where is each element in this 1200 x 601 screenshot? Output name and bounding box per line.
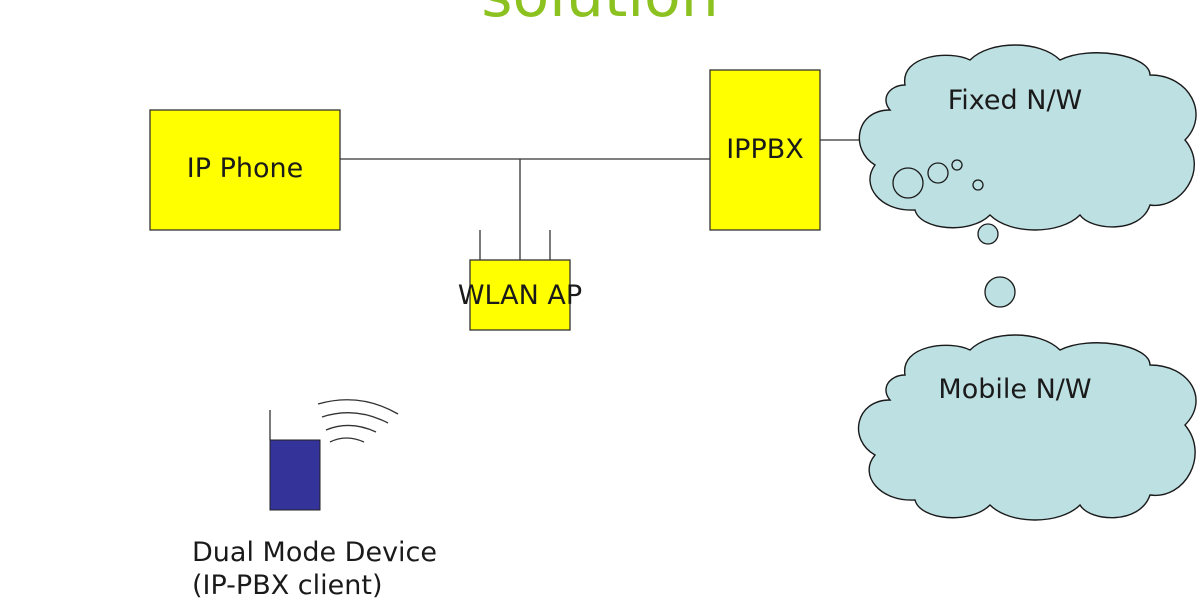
- connector-bubble-small: [977, 223, 999, 245]
- fixed-network-label: Fixed N/W: [947, 85, 1083, 116]
- mobile-network-label: Mobile N/W: [938, 374, 1092, 405]
- wireless-signal-icon: [317, 399, 399, 443]
- connector-bubble-large: [984, 276, 1016, 308]
- dual-mode-device-icon: [269, 410, 321, 511]
- device-label-line2: (IP-PBX client): [192, 570, 383, 601]
- ippbx-label: IPPBX: [726, 134, 804, 165]
- device-label-line1: Dual Mode Device: [192, 537, 438, 568]
- mobile-network-cloud: [857, 334, 1197, 521]
- ippbx-box: [709, 69, 821, 231]
- wlan-ap-label: WLAN AP: [457, 280, 583, 311]
- ip-phone-box: [149, 109, 341, 231]
- wlan-ap-icon: [469, 230, 571, 331]
- fixed-network-cloud: [858, 44, 1197, 231]
- slide-title: solution: [0, 0, 1200, 32]
- ip-phone-label: IP Phone: [186, 153, 304, 184]
